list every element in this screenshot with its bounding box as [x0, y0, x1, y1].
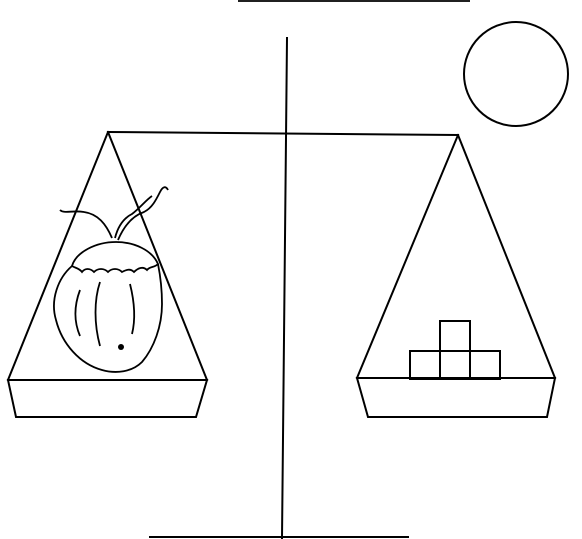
scale-beam — [108, 132, 458, 135]
left-pan — [8, 132, 207, 417]
coconut-icon — [54, 187, 168, 372]
coconut-body — [54, 264, 162, 372]
cube-bottom-left — [410, 351, 440, 379]
coconut-stem-right — [118, 187, 168, 240]
right-pan-tray — [357, 378, 555, 417]
left-pan-tray — [8, 380, 207, 417]
cube-bottom-middle — [440, 351, 470, 379]
scale-post — [282, 38, 287, 538]
left-pan-left-string — [8, 132, 108, 380]
coconut-rib-mid — [96, 282, 101, 346]
right-pan — [357, 135, 555, 417]
coconut-rib-right — [130, 284, 134, 334]
coconut-cap — [72, 242, 158, 272]
left-pan-right-string — [108, 132, 207, 380]
coconut-rib-left — [76, 290, 81, 336]
blank-circle — [464, 22, 568, 126]
right-pan-left-string — [357, 135, 458, 378]
coconut-dot — [118, 344, 124, 350]
right-pan-right-string — [458, 135, 555, 378]
cube-bottom-right — [470, 351, 500, 379]
unit-cubes — [410, 321, 500, 379]
cube-top — [440, 321, 470, 351]
